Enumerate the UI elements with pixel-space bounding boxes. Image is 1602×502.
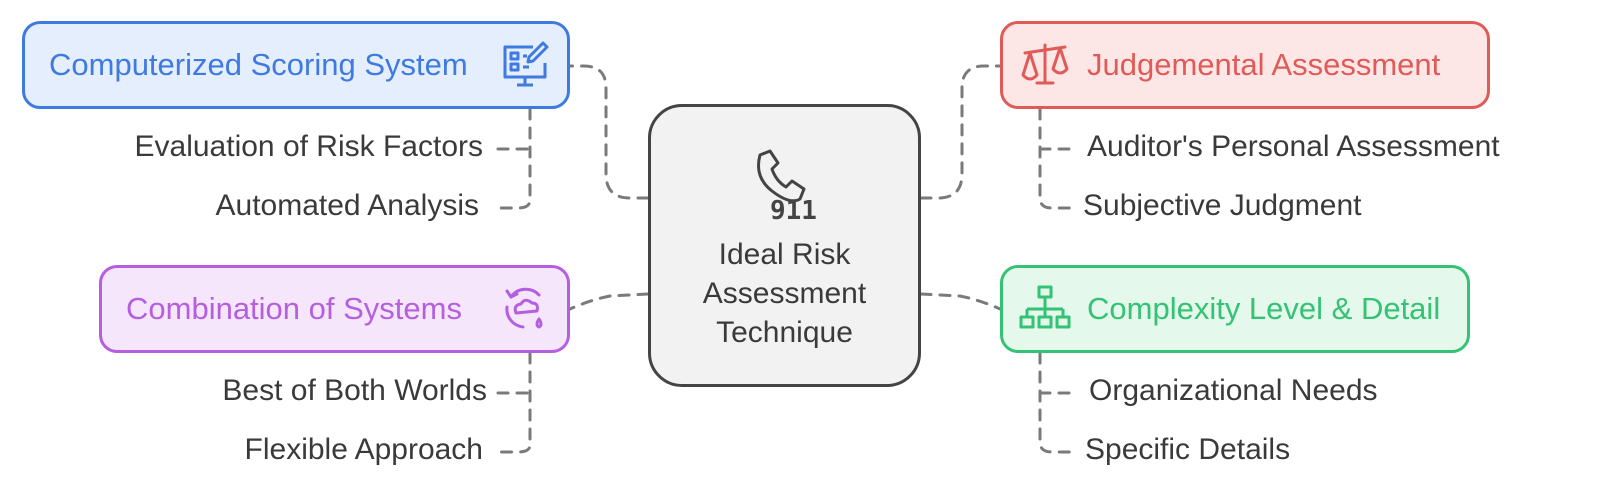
branch-label: Judgemental Assessment — [1087, 47, 1441, 82]
connector-leaf-combination — [496, 351, 532, 454]
cycle-cloud-icon — [505, 287, 543, 329]
connector-judgemental — [919, 64, 1002, 200]
hierarchy-icon — [1019, 285, 1071, 329]
leaf-organizational-needs: Organizational Needs — [1089, 374, 1378, 407]
connector-combination — [568, 292, 650, 311]
connector-computerized — [568, 64, 650, 200]
branch-judgemental-assessment: Judgemental Assessment — [1000, 21, 1490, 109]
branch-label: Combination of Systems — [126, 291, 462, 326]
branch-label: Complexity Level & Detail — [1087, 291, 1441, 326]
connector-leaf-judgemental — [1038, 107, 1074, 210]
phone-911-text: 911 — [770, 196, 817, 225]
leaf-auditor-personal-assessment: Auditor's Personal Assessment — [1087, 130, 1500, 163]
leaf-automated-analysis: Automated Analysis — [215, 189, 479, 222]
connector-leaf-evaluation — [496, 107, 532, 210]
branch-computerized-scoring: Computerized Scoring System — [22, 21, 570, 109]
connector-complexity — [919, 292, 1002, 311]
branch-label: Computerized Scoring System — [49, 47, 468, 82]
leaf-specific-details: Specific Details — [1085, 433, 1291, 466]
connector-leaf-complexity — [1038, 351, 1074, 454]
dashboard-edit-icon — [503, 41, 549, 87]
leaf-best-of-both-worlds: Best of Both Worlds — [222, 374, 487, 407]
leaf-flexible-approach: Flexible Approach — [244, 433, 483, 466]
leaf-subjective-judgment: Subjective Judgment — [1083, 189, 1362, 222]
leaf-evaluation-risk-factors: Evaluation of Risk Factors — [134, 130, 483, 163]
branch-combination-systems: Combination of Systems — [99, 265, 570, 353]
phone-911-icon: 911 — [757, 149, 817, 225]
branch-complexity-level: Complexity Level & Detail — [1000, 265, 1470, 353]
scales-icon — [1021, 43, 1069, 85]
